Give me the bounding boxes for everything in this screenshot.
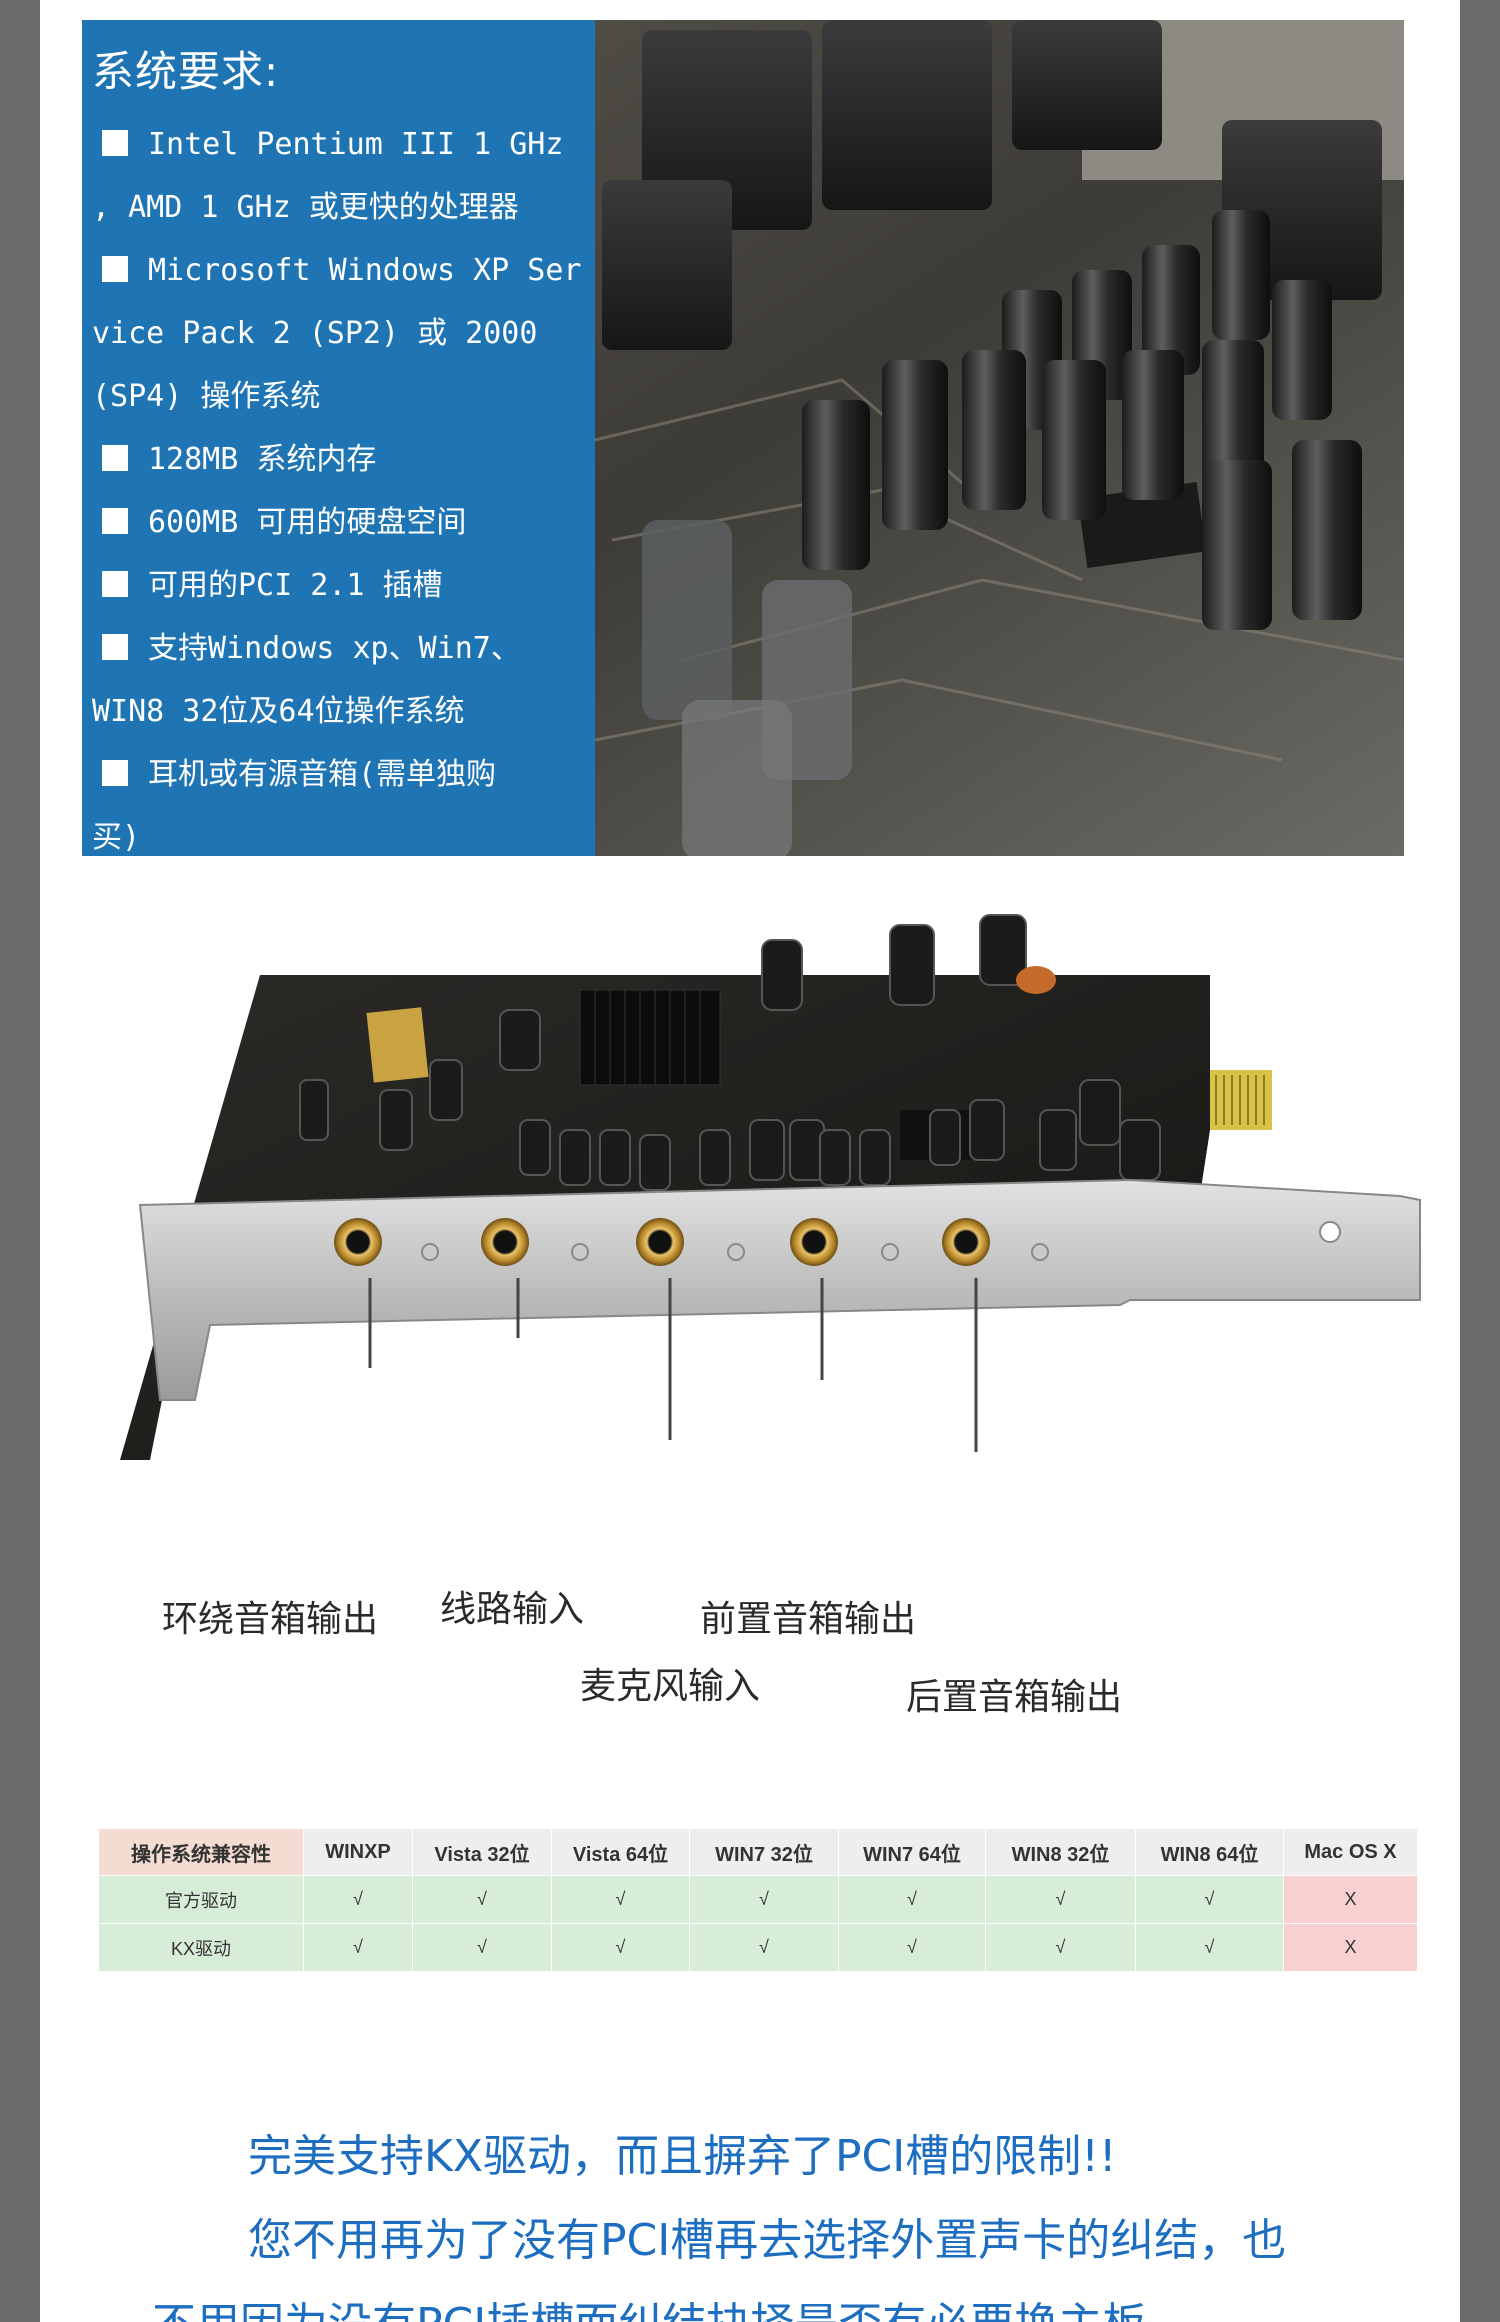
table-cell: X [1283,1875,1418,1924]
capacitors [642,210,1362,856]
inductor-coil [1016,966,1056,994]
requirements-hero: 系统要求: Intel Pentium III 1 GHz , AMD 1 GH… [82,20,1404,856]
column-header: WIN8 64位 [1135,1828,1284,1876]
leader-lines [368,1278,978,1452]
column-header: WIN8 32位 [985,1828,1136,1876]
table-cell: √ [689,1923,839,1972]
table-cell: √ [303,1875,413,1924]
table-row: 官方驱动 √ √ √ √ √ √ √ X [98,1875,1418,1924]
front-out-label: 前置音箱输出 [700,1599,917,1640]
checkbox-square-icon [102,634,128,660]
table-row: KX驱动 √ √ √ √ √ √ √ X [98,1923,1418,1972]
table-cell: √ [1135,1875,1284,1924]
checkbox-square-icon [102,571,128,597]
heatsink [579,989,721,1086]
requirement-line: 支持Windows xp、Win7、 [92,617,595,680]
column-header: Mac OS X [1283,1828,1418,1876]
line-in-label: 线路输入 [440,1589,585,1630]
column-header: Vista 32位 [412,1828,552,1876]
table-cell: √ [412,1923,552,1972]
requirements-title: 系统要求: [92,47,280,96]
table-header-row: 操作系统兼容性 WINXP Vista 32位 Vista 64位 WIN7 3… [98,1828,1418,1876]
requirement-line: (SP4) 操作系统 [92,379,321,414]
surround-out-jack [334,1218,382,1266]
requirement-line: Microsoft Windows XP Ser [92,239,595,302]
surround-out-label: 环绕音箱输出 [162,1599,379,1640]
column-header: WIN7 64位 [838,1828,986,1876]
table-cell: √ [412,1875,552,1924]
requirements-list: Intel Pentium III 1 GHz , AMD 1 GHz 或更快的… [92,113,595,856]
rear-out-jack [942,1218,990,1266]
column-header: WIN7 32位 [689,1828,839,1876]
requirement-line: 买) [92,820,141,855]
column-header: Vista 64位 [551,1828,690,1876]
mic-in-jack [636,1218,684,1266]
table-cell: √ [838,1923,986,1972]
table-cell: √ [838,1875,986,1924]
promo-line-1: 完美支持KX驱动，而且摒弃了PCI槽的限制!! [248,2131,1117,2182]
table-cell: √ [303,1923,413,1972]
product-page: 系统要求: Intel Pentium III 1 GHz , AMD 1 GH… [40,0,1460,2322]
requirement-line: vice Pack 2 (SP2) 或 2000 [92,316,538,351]
table-cell: √ [1135,1923,1284,1972]
mic-in-label: 麦克风输入 [580,1666,761,1707]
table-cell: √ [985,1875,1136,1924]
requirement-line: 耳机或有源音箱(需单独购 [92,743,595,806]
requirement-line: 128MB 系统内存 [92,428,595,491]
table-cell: √ [689,1875,839,1924]
bracket-screw-hole [1319,1221,1341,1243]
checkbox-square-icon [102,256,128,282]
system-requirements-panel: 系统要求: Intel Pentium III 1 GHz , AMD 1 GH… [82,20,595,856]
inductor-blocks [602,20,1382,350]
audio-jacks [334,1218,990,1266]
column-header: WINXP [303,1828,413,1876]
table-cell: X [1283,1923,1418,1972]
checkbox-square-icon [102,130,128,156]
requirement-line: 600MB 可用的硬盘空间 [92,491,595,554]
os-compatibility-table: 操作系统兼容性 WINXP Vista 32位 Vista 64位 WIN7 3… [98,1828,1418,1972]
board-capacitors [299,914,1161,1191]
table-cell: √ [551,1875,690,1924]
column-header: 操作系统兼容性 [98,1828,304,1876]
table-cell: √ [985,1923,1136,1972]
checkbox-square-icon [102,760,128,786]
row-label: KX驱动 [98,1923,304,1972]
row-label: 官方驱动 [98,1875,304,1924]
sound-card-illustration [120,914,1421,1460]
rear-out-label: 后置音箱输出 [906,1677,1123,1718]
checkbox-square-icon [102,445,128,471]
line-in-jack [481,1218,529,1266]
front-out-jack [790,1218,838,1266]
promo-line-2: 您不用再为了没有PCI槽再去选择外置声卡的纠结，也 [248,2215,1287,2266]
sound-card-figure: 环绕音箱输出 线路输入 麦克风输入 前置音箱输出 后置音箱输出 [100,880,1460,1740]
promo-line-3: 不用因为没有PCI插槽而纠结抉择是否有必要换主板 [152,2288,1146,2322]
checkbox-square-icon [102,508,128,534]
requirement-line: 可用的PCI 2.1 插槽 [92,554,595,617]
metal-bracket [138,1178,1421,1401]
requirement-line: , AMD 1 GHz 或更快的处理器 [92,190,519,225]
table-cell: √ [551,1923,690,1972]
requirement-line: Intel Pentium III 1 GHz [92,113,595,176]
requirement-line: WIN8 32位及64位操作系统 [92,694,465,729]
